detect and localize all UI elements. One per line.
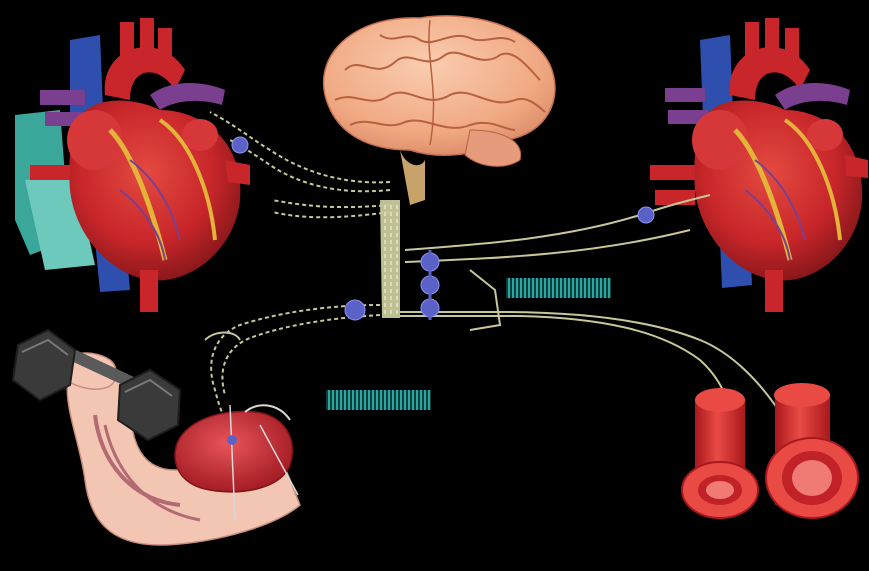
signal-bar-upper (506, 278, 611, 298)
brain (324, 16, 555, 166)
exercising-arm (13, 330, 300, 545)
blood-vessels (682, 383, 858, 518)
heart-left (15, 18, 250, 312)
heart-right (650, 18, 868, 312)
spinal-cord (380, 150, 425, 318)
signal-bar-lower (326, 390, 431, 410)
